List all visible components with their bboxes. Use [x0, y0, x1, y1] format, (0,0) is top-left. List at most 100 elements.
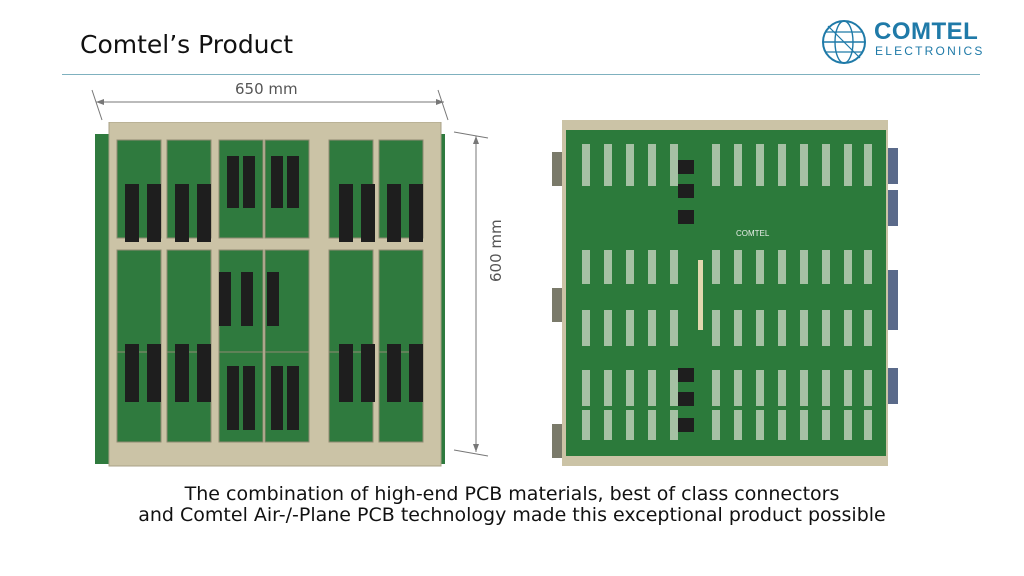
connector-slot [626, 250, 634, 284]
connector-slot [844, 370, 852, 406]
connector-block [339, 184, 353, 242]
connector-slot [626, 370, 634, 406]
connector-slot [778, 410, 786, 440]
connector-slot [844, 310, 852, 346]
width-dimension-line [91, 89, 449, 121]
connector-block [287, 156, 299, 208]
connector-slot [844, 144, 852, 186]
connector-slot [778, 370, 786, 406]
company-logo: COMTEL ELECTRONICS [820, 16, 990, 66]
board-silkscreen-logo: COMTEL [736, 229, 770, 238]
connector-block [287, 366, 299, 430]
connector-slot [670, 250, 678, 284]
power-connector [678, 368, 694, 382]
connector-slot [648, 370, 656, 406]
connector-slot [800, 250, 808, 284]
connector-slot [734, 144, 742, 186]
connector-slot [756, 144, 764, 186]
connector-slot [582, 370, 590, 406]
edge-connector [552, 424, 562, 458]
connector-block [125, 344, 139, 402]
edge-connector [888, 368, 898, 404]
connector-block [125, 184, 139, 242]
logo-subtitle: ELECTRONICS [875, 44, 985, 58]
connector-block [387, 184, 401, 242]
connector-block [409, 184, 423, 242]
connector-slot [864, 370, 872, 406]
connector-slot [800, 310, 808, 346]
center-connector-strip [698, 260, 703, 330]
connector-slot [844, 250, 852, 284]
backplane-front-photo [95, 122, 445, 467]
connector-slot [582, 250, 590, 284]
connector-block [241, 272, 253, 326]
connector-block [361, 184, 375, 242]
connector-slot [670, 310, 678, 346]
edge-connector [888, 148, 898, 184]
connector-slot [604, 250, 612, 284]
connector-slot [604, 144, 612, 186]
connector-slot [670, 144, 678, 186]
connector-slot [712, 250, 720, 284]
connector-block [267, 272, 279, 326]
connector-slot [822, 250, 830, 284]
caption-line-2: and Comtel Air-/-Plane PCB technology ma… [138, 504, 886, 526]
connector-slot [822, 144, 830, 186]
connector-slot [778, 310, 786, 346]
connector-slot [626, 410, 634, 440]
connector-block [339, 344, 353, 402]
connector-slot [604, 410, 612, 440]
globe-grid-icon [822, 20, 866, 64]
connector-slot [734, 250, 742, 284]
connector-block [175, 344, 189, 402]
connector-slot [800, 144, 808, 186]
connector-block [227, 156, 239, 208]
connector-slot [800, 410, 808, 440]
connector-slot [648, 310, 656, 346]
connector-slot [626, 310, 634, 346]
connector-slot [778, 144, 786, 186]
backplane-rear-photo: COMTEL [552, 120, 898, 466]
logo-name: COMTEL [874, 18, 979, 45]
connector-slot [844, 410, 852, 440]
connector-block [243, 156, 255, 208]
edge-connector [888, 190, 898, 226]
connector-slot [756, 310, 764, 346]
connector-slot [756, 370, 764, 406]
edge-connector [888, 270, 898, 306]
connector-slot [734, 310, 742, 346]
connector-block [197, 184, 211, 242]
frame-window [218, 351, 264, 443]
connector-slot [712, 370, 720, 406]
connector-slot [604, 370, 612, 406]
connector-slot [778, 250, 786, 284]
connector-slot [822, 370, 830, 406]
connector-block [147, 344, 161, 402]
connector-block [361, 344, 375, 402]
slide-title: Comtel’s Product [80, 30, 294, 59]
connector-block [409, 344, 423, 402]
frame-window [218, 139, 264, 239]
connector-slot [582, 310, 590, 346]
connector-block [271, 156, 283, 208]
connector-slot [626, 144, 634, 186]
edge-connector [552, 288, 562, 322]
power-connector [678, 210, 694, 224]
connector-slot [734, 410, 742, 440]
slide-caption: The combination of high-end PCB material… [60, 484, 964, 526]
connector-slot [648, 144, 656, 186]
connector-slot [648, 410, 656, 440]
connector-slot [800, 370, 808, 406]
connector-slot [712, 410, 720, 440]
connector-block [387, 344, 401, 402]
caption-line-1: The combination of high-end PCB material… [184, 483, 840, 505]
power-connector [678, 392, 694, 406]
connector-slot [864, 144, 872, 186]
connector-slot [604, 310, 612, 346]
connector-block [147, 184, 161, 242]
connector-block [271, 366, 283, 430]
power-connector [678, 418, 694, 432]
connector-slot [582, 410, 590, 440]
connector-block [175, 184, 189, 242]
power-connector [678, 160, 694, 174]
